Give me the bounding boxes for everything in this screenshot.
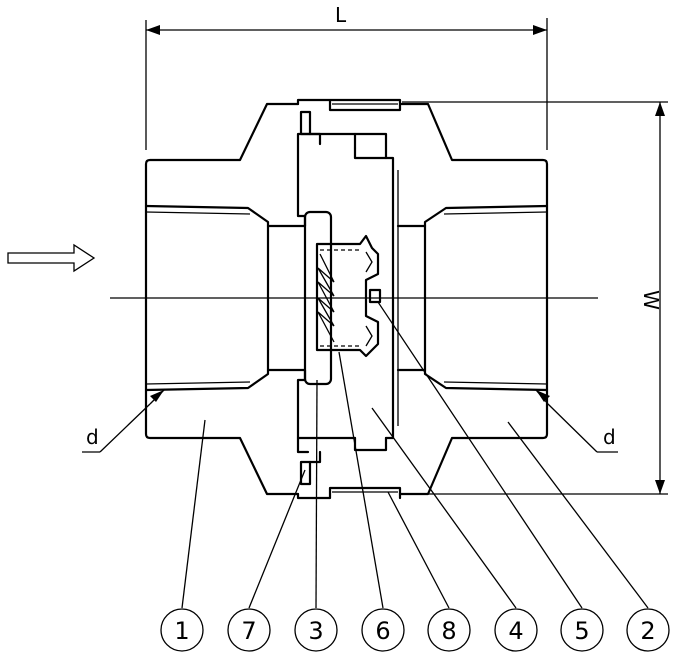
dimension-width: W [402,101,668,495]
port-label-left: d [86,425,99,449]
svg-text:7: 7 [241,617,256,645]
part-balloon-8: 8 [427,608,471,652]
part-balloon-2: 2 [626,608,670,652]
guide-pin [368,288,382,304]
port-callout-right: d [535,389,618,453]
part-balloon-6: 6 [361,608,405,652]
port-label-right: d [603,425,616,449]
part-balloon-7: 7 [227,608,271,652]
part-balloon-4: 4 [494,608,538,652]
dimension-width-label: W [639,290,663,310]
svg-text:8: 8 [441,617,456,645]
outlet-body [396,102,549,496]
port-callout-left: d [82,389,165,453]
clamp-band [296,98,402,500]
svg-text:3: 3 [308,617,323,645]
dimension-length-label: L [335,3,347,27]
svg-text:1: 1 [174,617,189,645]
dimension-length: L [145,3,548,150]
svg-text:6: 6 [375,617,390,645]
part-balloon-3: 3 [294,608,338,652]
valve-disc [303,210,333,386]
seal-ring-top [299,110,312,136]
inlet-body [144,102,357,496]
svg-text:5: 5 [574,617,589,645]
leader-lines [181,301,649,609]
spring-assembly [315,234,380,358]
part-balloon-1: 1 [160,608,204,652]
svg-text:2: 2 [640,617,655,645]
part-balloon-5: 5 [560,608,604,652]
flow-direction-arrow [7,243,96,273]
seal-ring-bottom [299,460,312,486]
svg-text:4: 4 [508,617,523,645]
